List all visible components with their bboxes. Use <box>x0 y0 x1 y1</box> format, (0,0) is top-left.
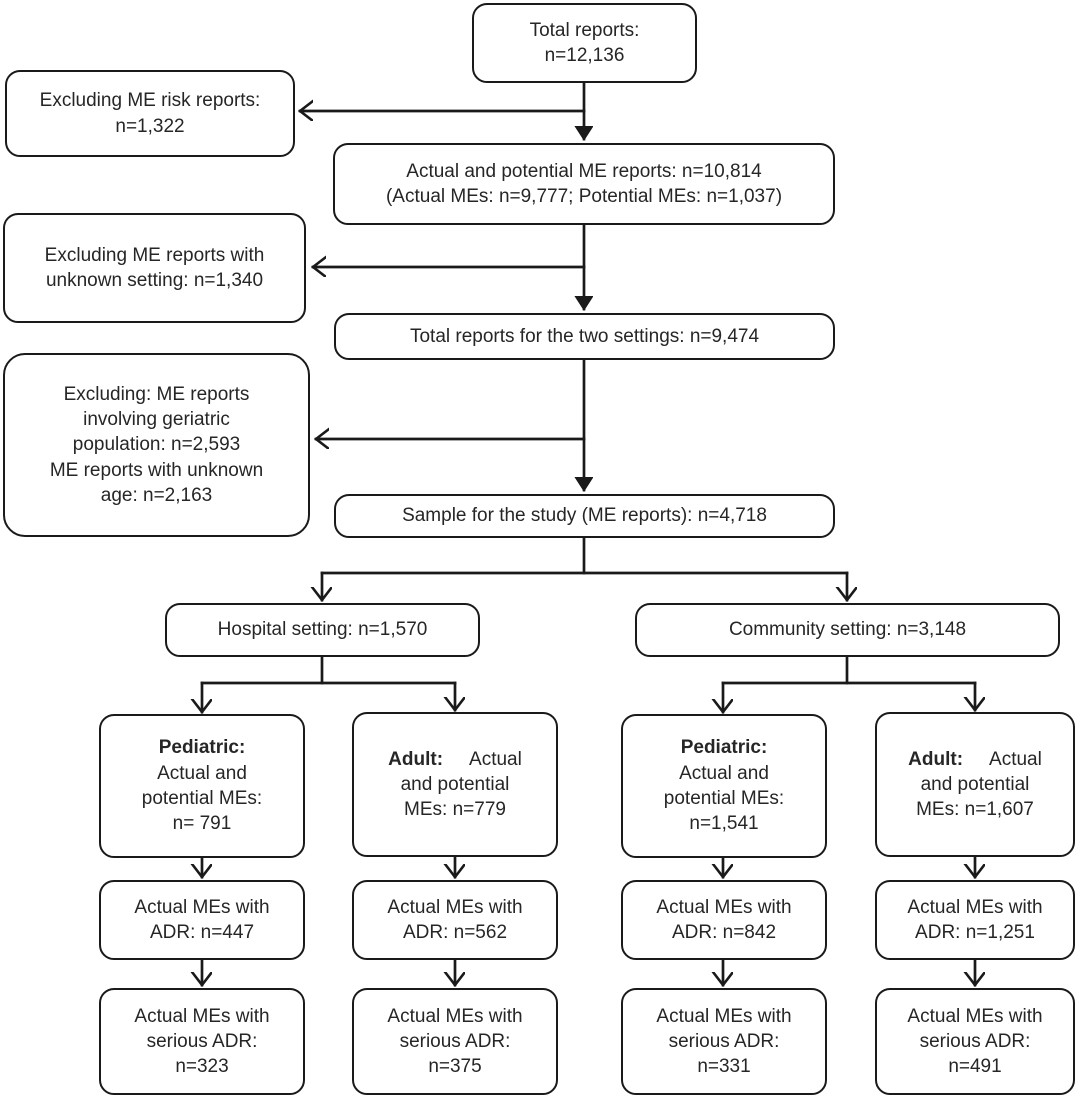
box-line-rest: Actual <box>469 748 522 770</box>
box-actual-potential: Actual and potential ME reports: n=10,81… <box>333 143 835 225</box>
box-line: potential MEs: <box>663 788 785 809</box>
box-line: n=491 <box>948 1056 1002 1078</box>
box-line: serious ADR: <box>399 1030 511 1052</box>
box-line: Actual MEs with <box>387 896 523 918</box>
box-line: Hospital setting: n=1,570 <box>217 619 428 641</box>
box-line-bold: Adult: <box>908 748 964 770</box>
box-hospital: Hospital setting: n=1,570 <box>165 603 480 657</box>
box-line: Excluding: ME reports <box>63 383 250 405</box>
box-line: Actual MEs with <box>387 1005 523 1027</box>
box-line: ADR: n=447 <box>149 922 255 943</box>
box-line-rest: Actual <box>989 748 1042 770</box>
box-line-bold: Adult: <box>388 748 444 770</box>
box-community: Community setting: n=3,148 <box>635 603 1060 657</box>
box-total-two-settings: Total reports for the two settings: n=9,… <box>334 313 835 360</box>
box-excluding-geriatric: Excluding: ME reports involving geriatri… <box>3 353 310 537</box>
box-hospital-adult-serious: Actual MEs with serious ADR: n=375 <box>352 988 558 1095</box>
box-line: and potential <box>920 773 1030 795</box>
box-line: Pediatric: <box>680 737 768 759</box>
box-total-reports: Total reports: n=12,136 <box>472 3 697 83</box>
box-line: MEs: n=779 <box>404 799 506 821</box>
box-line: n=331 <box>697 1056 751 1078</box>
box-sample: Sample for the study (ME reports): n=4,7… <box>334 494 835 538</box>
box-line: Actual and <box>679 762 769 784</box>
box-line: Actual MEs with <box>134 1005 270 1027</box>
box-line: Actual MEs with <box>656 896 792 918</box>
box-line: Pediatric: <box>158 737 246 759</box>
box-line: age: n=2,163 <box>100 484 213 506</box>
box-line: Actual MEs with <box>907 896 1043 918</box>
box-line: ADR: n=842 <box>671 922 777 943</box>
box-line: Total reports for the two settings: n=9,… <box>409 325 760 347</box>
box-line: n=1,541 <box>689 813 759 835</box>
box-line: ADR: n=1,251 <box>915 922 1035 943</box>
box-line: n=1,322 <box>115 115 185 137</box>
box-line: Actual and <box>157 762 247 784</box>
box-line: serious ADR: <box>146 1030 258 1052</box>
box-line: Adult: Actual <box>908 747 1042 772</box>
box-line: population: n=2,593 <box>72 434 241 456</box>
connector-group <box>202 81 975 985</box>
box-line: involving geriatric <box>83 409 230 431</box>
box-line: Adult: Actual <box>388 747 522 772</box>
box-hospital-pediatric-adr: Actual MEs with ADR: n=447 <box>99 880 305 960</box>
box-hospital-pediatric-serious: Actual MEs with serious ADR: n=323 <box>99 988 305 1095</box>
box-community-pediatric: Pediatric: Actual and potential MEs: n=1… <box>621 714 827 858</box>
box-community-adult-adr: Actual MEs with ADR: n=1,251 <box>875 880 1075 960</box>
box-line: serious ADR: <box>668 1030 780 1052</box>
box-line: Community setting: n=3,148 <box>728 619 967 641</box>
box-line: Sample for the study (ME reports): n=4,7… <box>402 505 767 527</box>
box-community-pediatric-serious: Actual MEs with serious ADR: n=331 <box>621 988 827 1095</box>
box-line: n=12,136 <box>544 45 625 66</box>
box-line: MEs: n=1,607 <box>916 799 1034 821</box>
box-community-adult: Adult: Actual and potential MEs: n=1,607 <box>875 712 1075 857</box>
box-hospital-pediatric: Pediatric: Actual and potential MEs: n= … <box>99 714 305 858</box>
box-community-adult-serious: Actual MEs with serious ADR: n=491 <box>875 988 1075 1095</box>
box-line: serious ADR: <box>919 1030 1031 1052</box>
box-hospital-adult-adr: Actual MEs with ADR: n=562 <box>352 880 558 960</box>
box-line: n=375 <box>428 1056 482 1078</box>
box-line: unknown setting: n=1,340 <box>45 270 264 291</box>
box-line: Actual MEs with <box>656 1005 792 1027</box>
box-line: ADR: n=562 <box>402 922 508 943</box>
box-excluding-risk: Excluding ME risk reports: n=1,322 <box>5 70 295 157</box>
box-line: ME reports with unknown <box>49 459 264 481</box>
box-line: potential MEs: <box>141 788 263 809</box>
box-community-pediatric-adr: Actual MEs with ADR: n=842 <box>621 880 827 960</box>
box-line: Actual MEs with <box>134 896 270 918</box>
box-line: Total reports: <box>529 19 640 41</box>
box-hospital-adult: Adult: Actual and potential MEs: n=779 <box>352 712 558 857</box>
box-line: (Actual MEs: n=9,777; Potential MEs: n=1… <box>385 186 783 207</box>
box-line: n= 791 <box>172 813 232 835</box>
box-excluding-setting: Excluding ME reports with unknown settin… <box>3 213 306 323</box>
box-line: Excluding ME risk reports: <box>39 90 261 112</box>
box-line: Excluding ME reports with <box>44 244 265 266</box>
box-line: n=323 <box>175 1056 229 1078</box>
box-line: and potential <box>400 773 510 795</box>
box-line: Actual and potential ME reports: n=10,81… <box>406 160 762 182</box>
box-line: Actual MEs with <box>907 1005 1043 1027</box>
